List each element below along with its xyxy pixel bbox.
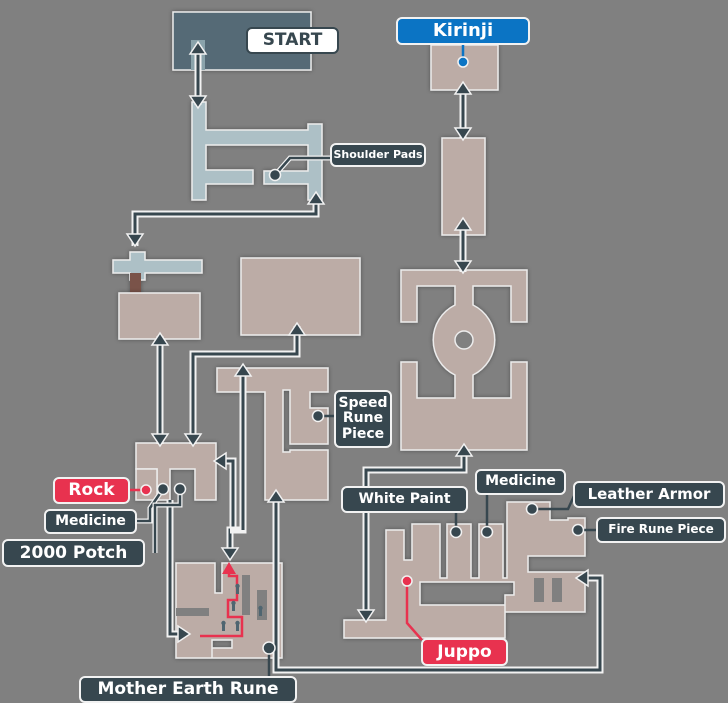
label-leaders [128, 44, 598, 678]
west-junction [112, 251, 203, 300]
juppo-label: Juppo [421, 638, 508, 666]
arrow-down-icon [356, 609, 376, 624]
juppo-complex [343, 501, 586, 639]
speed-rune-line: Piece [341, 425, 385, 442]
arrow-left-icon [574, 568, 589, 588]
arrow-down-icon [183, 433, 203, 448]
t-room [216, 367, 329, 501]
arrow-up-icon [306, 190, 326, 205]
potch-label: 2000 Potch [2, 539, 145, 567]
medicine-east-label: Medicine [475, 469, 566, 495]
speed-rune-piece-label: Speed Rune Piece [334, 390, 392, 448]
arrow-down-icon [453, 260, 473, 275]
central-room [240, 257, 361, 336]
arrow-down-icon [453, 127, 473, 142]
juppo-marker [401, 575, 413, 587]
arrow-up-icon [233, 362, 253, 377]
mother-earth-marker [262, 641, 276, 655]
statue-icons [221, 583, 263, 631]
shoulder-pads-label: Shoulder Pads [330, 143, 426, 167]
white-paint-marker [449, 525, 463, 539]
arrow-heads [125, 40, 589, 644]
arrow-right-icon [177, 624, 192, 644]
arrow-left-icon [212, 451, 227, 471]
arrow-up-icon [453, 80, 473, 95]
leather-armor-label: Leather Armor [573, 481, 725, 508]
fire-rune-marker [571, 523, 585, 537]
white-paint-label: White Paint [341, 486, 468, 513]
west-room [118, 292, 201, 340]
shoulder-pads-marker [268, 168, 282, 182]
kirinji-label: Kirinji [396, 17, 530, 45]
medicine-west-marker [156, 482, 170, 496]
start-corridor [191, 101, 323, 201]
arrow-up-icon [287, 321, 307, 336]
mother-earth-rune-label: Mother Earth Rune [79, 676, 297, 703]
arrow-down-icon [188, 95, 208, 110]
medicine-west-label: Medicine [44, 509, 137, 534]
start-label: START [246, 27, 339, 54]
arrow-down-icon [150, 433, 170, 448]
arrow-up-icon [150, 331, 170, 346]
arrow-down-icon [220, 547, 240, 562]
circular-chamber [400, 269, 528, 451]
rock-label: Rock [53, 477, 130, 504]
medicine-east-marker [480, 525, 494, 539]
rock-marker [140, 484, 152, 496]
leather-armor-marker [525, 502, 539, 516]
speed-rune-line: Rune [342, 410, 384, 427]
potch-marker [173, 482, 187, 496]
arrow-up-icon [453, 216, 473, 231]
kirinji-marker [457, 56, 469, 68]
speed-rune-line: Speed [338, 394, 388, 411]
fire-rune-piece-label: Fire Rune Piece [596, 517, 726, 543]
arrow-up-icon [266, 488, 286, 503]
arrow-up-icon [188, 40, 208, 55]
maze-route [200, 562, 263, 638]
speed-rune-marker [311, 409, 325, 423]
arrow-up-icon [454, 442, 474, 457]
arrow-down-icon [125, 233, 145, 248]
route-arrow-icon [222, 562, 236, 574]
